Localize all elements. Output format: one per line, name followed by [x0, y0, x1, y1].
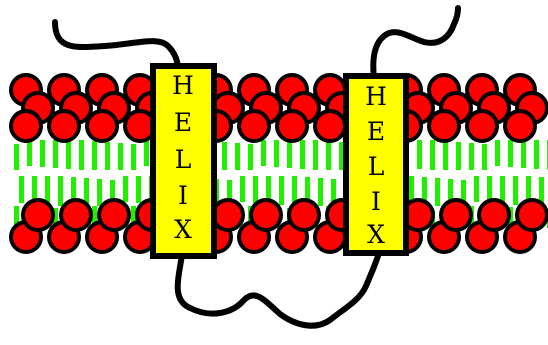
helix-1: H E L I X	[153, 66, 214, 256]
lipid-tail	[222, 142, 227, 170]
lipid-tail	[97, 179, 102, 206]
helix-1-letter-e: E	[174, 108, 192, 137]
lipid-head	[517, 200, 547, 230]
lipid-tail	[240, 176, 245, 202]
lipid-tail	[92, 141, 97, 170]
lipid-tail	[105, 142, 110, 170]
lipid-head	[213, 200, 243, 230]
lipid-tail	[274, 140, 279, 167]
lipid-head	[479, 200, 509, 230]
lipid-tail	[435, 178, 440, 206]
lipid-tail	[144, 140, 149, 166]
lipid-tail	[443, 141, 448, 170]
lipid-head	[239, 111, 269, 141]
helix-2-letter-h: H	[365, 82, 387, 111]
lipid-tail	[287, 140, 292, 168]
lipid-head	[277, 111, 307, 141]
lipid-head	[23, 200, 53, 230]
lipid-tail	[474, 176, 479, 202]
cytoplasmic-loop	[178, 255, 378, 326]
helix-2-letter-x: X	[367, 220, 385, 249]
lipid-head	[251, 200, 281, 230]
helix-1-letter-l: L	[175, 145, 192, 174]
lipid-tail	[513, 176, 518, 205]
lipid-tail	[79, 140, 84, 170]
lipid-tail	[248, 144, 253, 170]
lipid-tail	[66, 140, 71, 169]
lipid-head	[87, 111, 117, 141]
lipid-tail	[495, 140, 500, 166]
lipid-tail	[456, 142, 461, 170]
lipid-tail	[235, 143, 240, 170]
lipid-head	[11, 111, 41, 141]
lipid-tail	[253, 176, 258, 203]
helix-1-letter-i: I	[178, 181, 188, 210]
lipid-head	[49, 111, 79, 141]
lipid-head	[441, 200, 471, 230]
lipid-tail	[14, 144, 19, 170]
lipid-tail	[469, 143, 474, 170]
lipid-tail	[53, 140, 58, 168]
helix-2-letter-e: E	[367, 117, 385, 146]
lipid-head	[467, 111, 497, 141]
lipid-head	[315, 111, 345, 141]
lipid-head	[429, 111, 459, 141]
lipid-tail	[123, 176, 128, 202]
helix-1-letter-h: H	[172, 71, 194, 100]
n-terminus-loop	[55, 22, 178, 70]
lipid-tail	[261, 140, 266, 166]
lipid-head	[505, 111, 535, 141]
lipid-tail	[279, 176, 284, 205]
lipid-tail	[118, 143, 123, 170]
lipid-head	[99, 200, 129, 230]
helix-2-letter-i: I	[371, 187, 381, 216]
lipid-tail	[19, 176, 24, 203]
helix-2: H E L I X	[346, 76, 406, 253]
helix-1-letter-x: X	[174, 215, 192, 244]
lipid-tail	[521, 140, 526, 168]
lipid-tail	[40, 140, 45, 167]
lipid-tail	[482, 144, 487, 170]
helix-2-letter-l: L	[368, 152, 385, 181]
c-terminus-loop	[373, 8, 458, 78]
lipid-tail	[58, 176, 63, 206]
lipid-tail	[136, 176, 141, 203]
lipid-tail	[318, 178, 323, 206]
lipid-tail	[313, 140, 318, 170]
lipid-tail	[27, 140, 32, 166]
lipid-tail	[300, 140, 305, 169]
lipid-head	[289, 200, 319, 230]
lipid-head	[61, 200, 91, 230]
lipid-tail	[534, 140, 539, 169]
lipid-tail	[326, 141, 331, 170]
lipid-tail	[508, 140, 513, 167]
lipid-tail	[131, 144, 136, 170]
lipid-tail	[430, 140, 435, 170]
lipid-tail	[417, 140, 422, 169]
